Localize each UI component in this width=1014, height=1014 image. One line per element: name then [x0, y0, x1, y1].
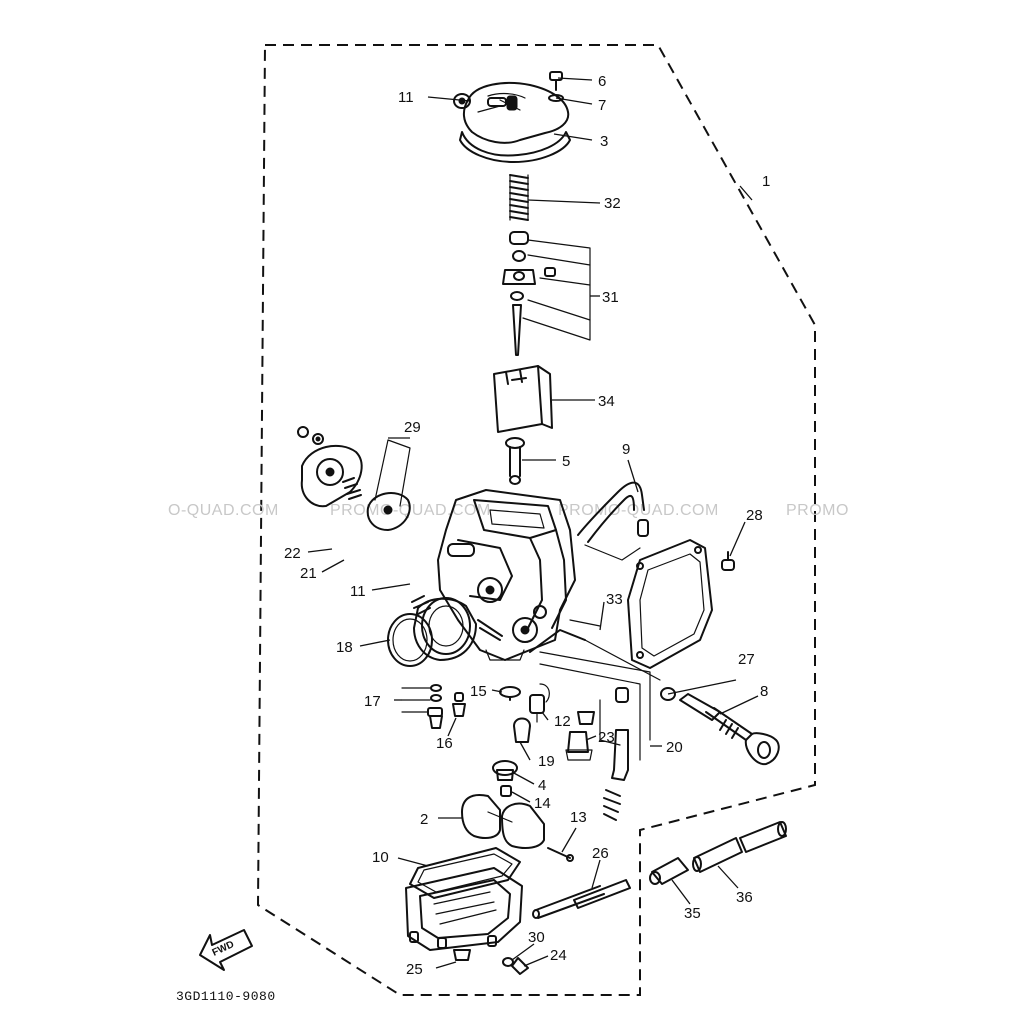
callout-label: 27	[738, 651, 755, 668]
needle-set-part	[502, 231, 591, 356]
callout-label: 6	[598, 73, 606, 90]
watermark-text: PROMO	[786, 502, 849, 519]
hose-part	[577, 481, 649, 543]
watermark-text: O-QUAD.COM	[168, 502, 279, 519]
callout-label: 1	[762, 173, 770, 190]
float-bowl-part	[405, 867, 529, 975]
callout-label: 20	[666, 739, 683, 756]
spring-part	[509, 174, 529, 221]
callout-label: 29	[404, 419, 421, 436]
callout-label: 15	[470, 683, 487, 700]
carburetor-body-part	[411, 489, 661, 681]
callout-labels: 1 2 3 4 5 6 7 8 9 10 11 11 12 13 14 15 1…	[284, 73, 770, 978]
callout-label: 9	[622, 441, 630, 458]
callout-label: 16	[436, 735, 453, 752]
fwd-arrow-icon: FWD	[199, 929, 253, 971]
screw-part	[548, 71, 564, 102]
joint-part	[649, 857, 689, 885]
pilot-jet-part	[539, 651, 651, 821]
jet-part	[452, 692, 466, 717]
float-pin-part	[547, 847, 574, 862]
jet-part	[513, 683, 550, 743]
throttle-slide-part	[493, 365, 553, 433]
throttle-cover-part	[297, 426, 411, 531]
float-part	[461, 794, 545, 849]
needle-jet-part	[565, 699, 621, 761]
callout-label: 5	[562, 453, 570, 470]
callout-label: 21	[300, 565, 317, 582]
gasket-part	[409, 847, 521, 899]
callout-label: 36	[736, 889, 753, 906]
callout-label: 22	[284, 545, 301, 562]
side-cover-part	[584, 539, 735, 669]
callout-label: 18	[336, 639, 353, 656]
drawing-code: 3GD1110-9080	[176, 989, 276, 1004]
top-cover-part	[459, 82, 571, 163]
callout-label: 34	[598, 393, 615, 410]
callout-label: 24	[550, 947, 567, 964]
hose-part	[692, 821, 787, 873]
callout-label: 11	[398, 89, 414, 106]
callout-label: 32	[604, 195, 621, 212]
callout-label: 17	[364, 693, 381, 710]
callout-label: 8	[760, 683, 768, 700]
callout-label: 3	[600, 133, 608, 150]
choke-plunger-part	[660, 687, 780, 766]
callout-label: 35	[684, 905, 701, 922]
callout-label: 31	[602, 289, 619, 306]
washer-stack-part	[401, 684, 443, 729]
jet-part	[499, 686, 521, 701]
callout-label: 25	[406, 961, 423, 978]
callout-label: 14	[534, 795, 551, 812]
callout-label: 26	[592, 845, 609, 862]
callout-label: 19	[538, 753, 555, 770]
callout-label: 33	[606, 591, 623, 608]
callout-label: 10	[372, 849, 389, 866]
callout-label: 12	[554, 713, 571, 730]
pin-part	[505, 437, 525, 485]
callout-label: 30	[528, 929, 545, 946]
drain-tube-part	[532, 879, 631, 919]
watermark-text: PROMO-QUAD.COM	[558, 502, 719, 519]
callout-label: 11	[350, 583, 366, 600]
callout-label: 7	[598, 97, 606, 114]
leader-lines	[307, 77, 759, 969]
callout-label: 2	[420, 811, 428, 828]
callout-label: 13	[570, 809, 587, 826]
callout-label: 28	[746, 507, 763, 524]
float-valve-part	[492, 760, 518, 797]
assembly-boundary	[256, 44, 816, 996]
callout-label: 23	[598, 729, 615, 746]
callout-label: 4	[538, 777, 546, 794]
